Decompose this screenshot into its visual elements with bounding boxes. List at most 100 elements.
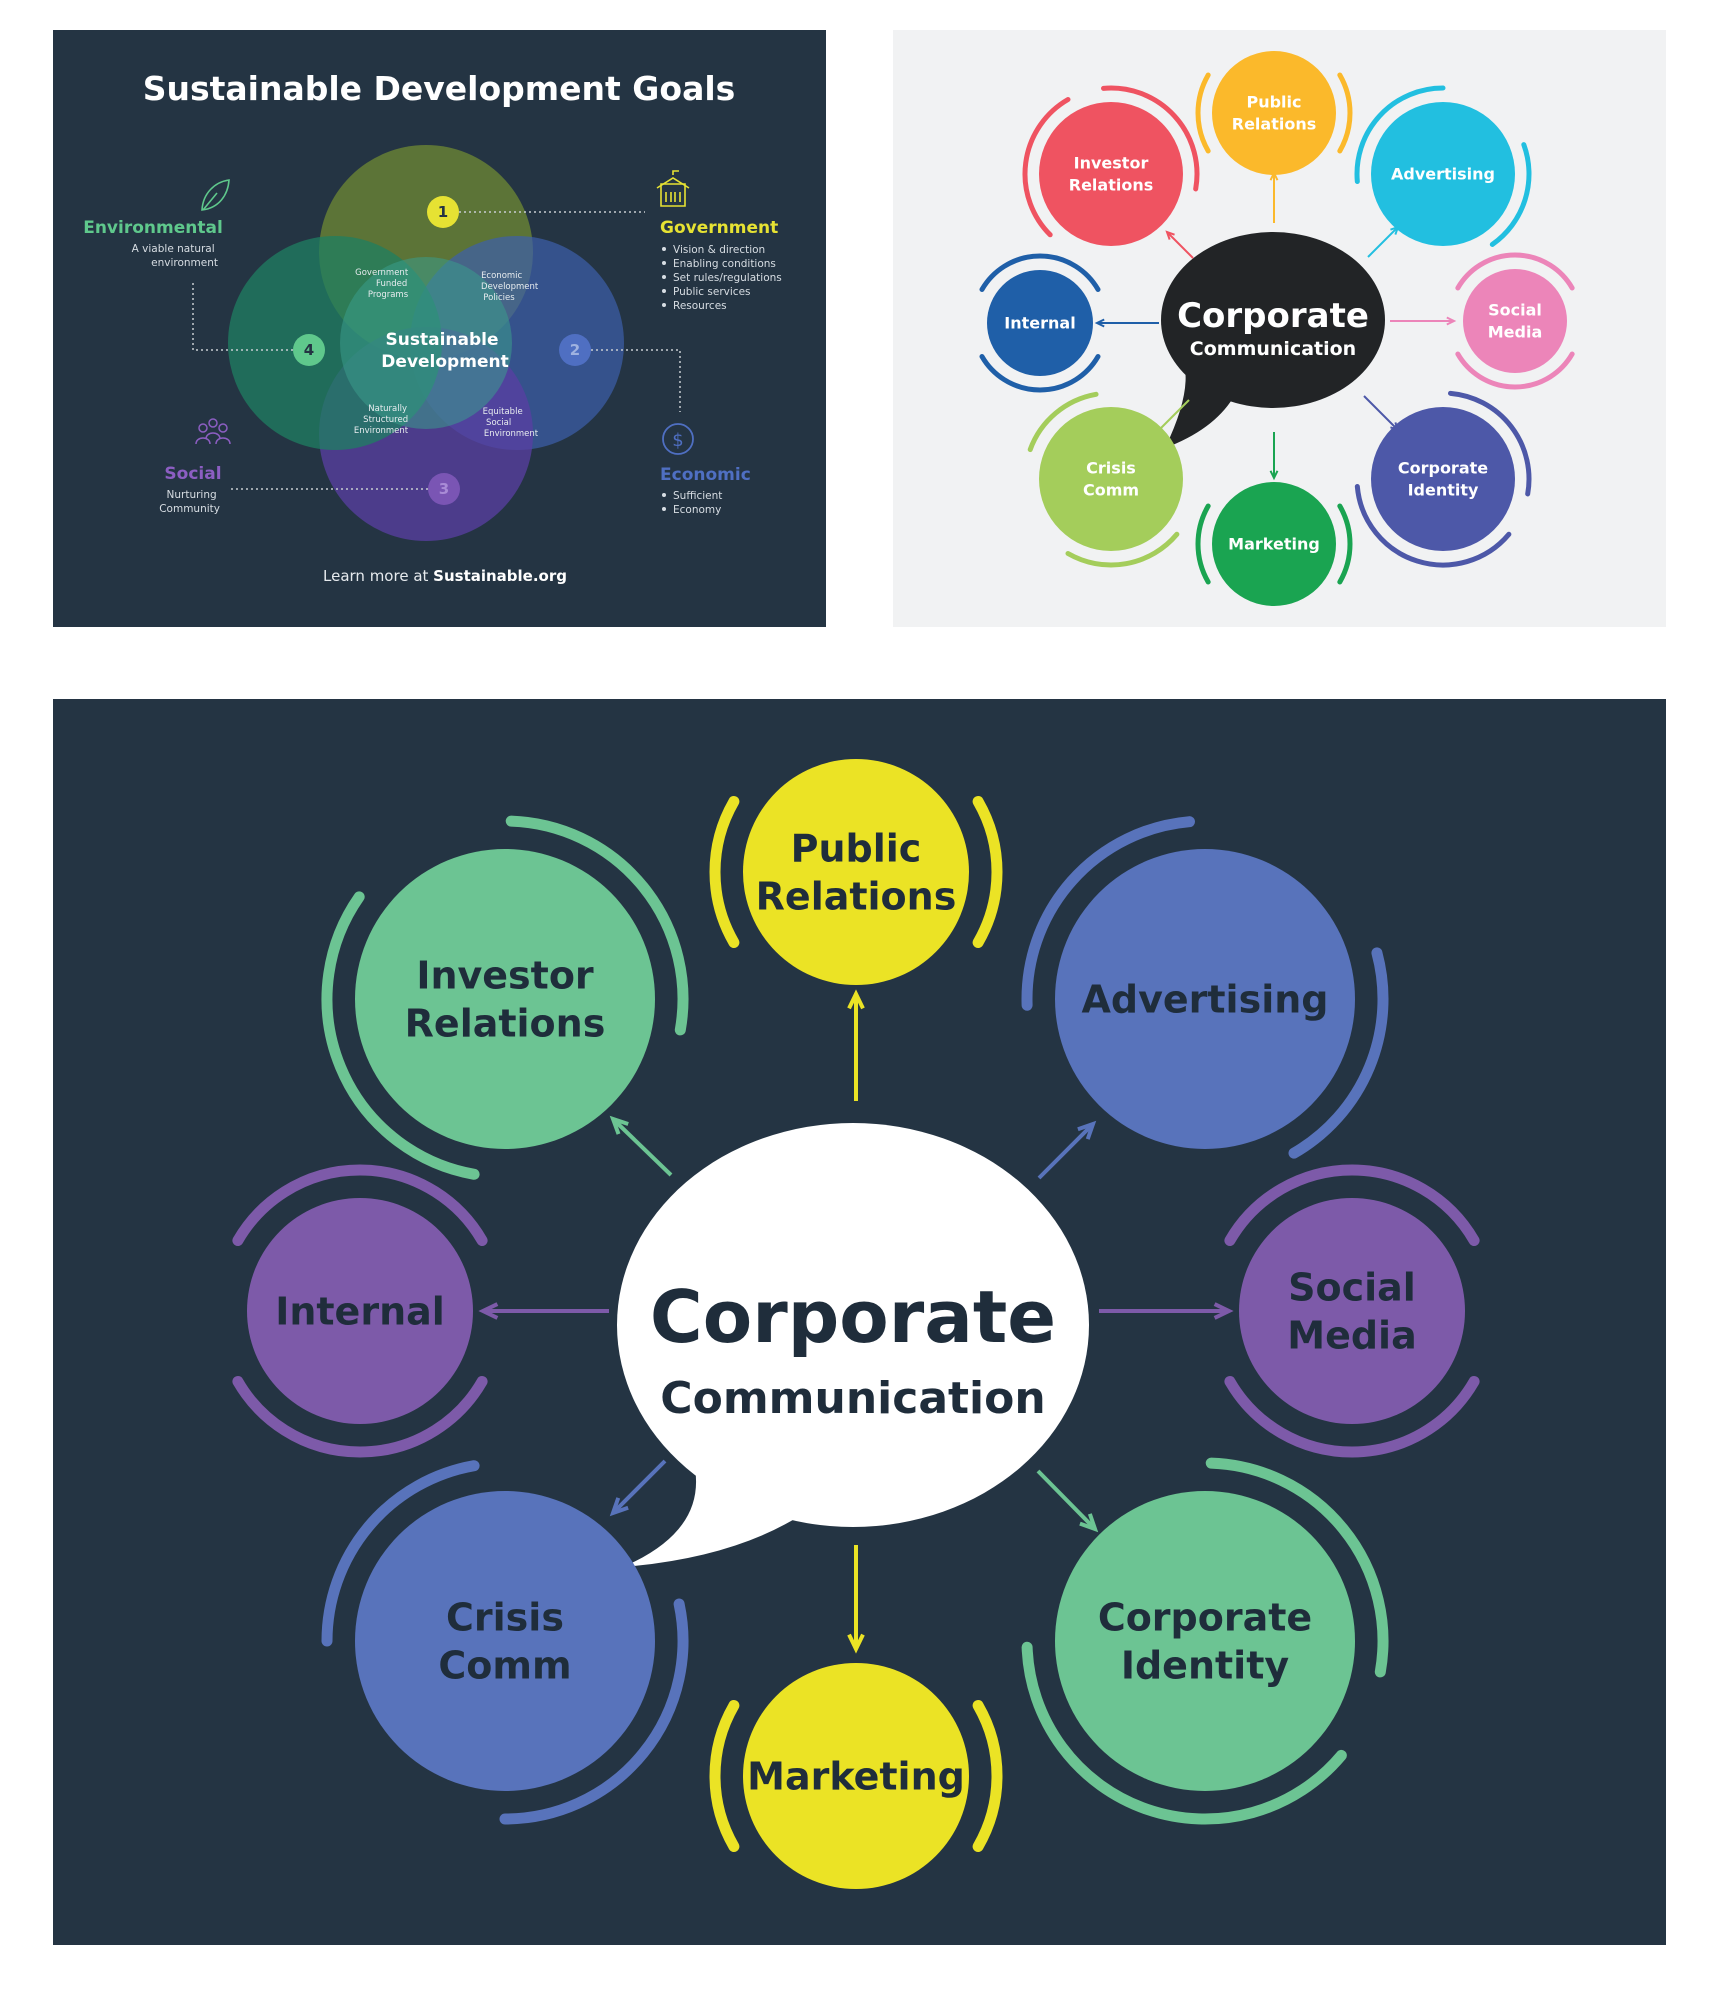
ring-arc	[1447, 390, 1532, 497]
node-circle	[1239, 1198, 1465, 1424]
node-marketing: Marketing	[1195, 432, 1353, 606]
badge-3-label: 3	[439, 480, 449, 498]
speech-bubble-tail	[623, 1459, 813, 1567]
government-label: Government	[660, 218, 778, 238]
ring-arc	[1455, 351, 1575, 390]
ring-arc	[499, 1598, 689, 1825]
dollar-icon: $	[662, 423, 694, 455]
economic-item: Economy	[673, 504, 721, 516]
arrowhead-crisis-comm	[609, 1497, 629, 1517]
node-circle	[1371, 407, 1515, 551]
node-circle	[355, 849, 655, 1149]
center-title: Corporate	[1177, 296, 1369, 336]
ring-arc	[1489, 142, 1532, 247]
sdg-svg: Sustainable Development Goals Government…	[83, 69, 782, 585]
ring-arc	[321, 1460, 480, 1647]
speech-bubble-tail	[1165, 360, 1233, 448]
node-circle	[743, 759, 969, 985]
arrowhead-marketing	[847, 1633, 865, 1654]
node-marketing: Marketing	[709, 1545, 1003, 1889]
environmental-desc: A viable natural environment	[132, 243, 218, 269]
node-advertising: Advertising	[1354, 85, 1532, 258]
ring-arc	[709, 796, 740, 948]
badge-4-label: 4	[304, 341, 314, 359]
arrowhead-social-media	[1213, 1302, 1234, 1320]
ring-arc	[972, 1700, 1003, 1852]
venn-label-bottom-right: Equitable Social Environment	[483, 407, 539, 439]
node-internal: Internal	[979, 253, 1159, 393]
badge-3	[428, 473, 460, 505]
ring-arc	[1027, 391, 1099, 453]
building-icon	[656, 170, 690, 207]
government-item: Enabling conditions	[673, 258, 776, 270]
node-circle	[1055, 1491, 1355, 1791]
center-subtitle: Communication	[1190, 338, 1356, 360]
venn-label-bottom-left: Naturally Structured Environment	[354, 404, 411, 436]
economic-items: Sufficient Economy	[662, 490, 722, 516]
arrow-crisis-comm	[611, 1459, 667, 1515]
node-label: Marketing	[1228, 535, 1320, 554]
node-circle	[743, 1663, 969, 1889]
node-circle	[1039, 102, 1183, 246]
node-circle	[1039, 407, 1183, 551]
ring-arc	[1022, 97, 1071, 238]
government-item: Set rules/regulations	[673, 272, 782, 284]
venn-label-top-left: Government Funded Programs	[355, 268, 411, 300]
social-desc: Nurturing Community	[159, 489, 220, 515]
leaf-icon	[201, 179, 230, 211]
footer-link: Sustainable.org	[433, 567, 567, 585]
ring-arc	[1195, 503, 1211, 585]
ring-arc	[1455, 252, 1575, 291]
badge-1	[427, 196, 459, 228]
environmental-label: Environmental	[83, 218, 223, 238]
ring-arc	[1205, 1457, 1389, 1678]
ring-arc	[1354, 85, 1446, 184]
social-label: Social	[164, 464, 221, 484]
people-icon	[195, 418, 231, 445]
arrow-corporate-identity	[1036, 1469, 1097, 1531]
arrowhead-advertising	[1077, 1120, 1097, 1140]
arrowhead-internal	[1094, 318, 1105, 328]
economic-item: Sufficient	[673, 490, 722, 502]
node-internal: Internal	[232, 1164, 609, 1458]
arrow-corporate-identity	[1363, 395, 1399, 431]
svg-text:$: $	[672, 430, 683, 451]
arrowhead-corporate-identity	[1079, 1513, 1099, 1533]
speech-bubble	[617, 1123, 1089, 1527]
ring-arc	[1354, 483, 1512, 568]
arrowhead-public-relations	[847, 989, 865, 1010]
node-advertising: Advertising	[1021, 816, 1389, 1180]
arrowhead-investor-relations	[1165, 230, 1175, 240]
arrow-investor-relations	[611, 1117, 673, 1177]
ring-arc	[1288, 947, 1389, 1159]
node-circle	[1463, 269, 1567, 373]
badge-2	[559, 334, 591, 366]
sdg-panel: Sustainable Development Goals Government…	[53, 30, 826, 627]
node-label: Advertising	[1082, 977, 1329, 1021]
government-item: Vision & direction	[673, 244, 765, 256]
ring-arc	[979, 253, 1101, 292]
ring-arc	[1021, 816, 1195, 1011]
connector-2	[591, 349, 681, 412]
ring-arc	[1065, 531, 1180, 568]
center-title: Corporate	[650, 1275, 1056, 1359]
ring-arc	[1101, 85, 1200, 192]
node-label: Marketing	[747, 1754, 965, 1798]
footer-text: Learn more at Sustainable.org	[323, 567, 567, 585]
node-circle	[1212, 482, 1336, 606]
node-circle	[1371, 102, 1515, 246]
